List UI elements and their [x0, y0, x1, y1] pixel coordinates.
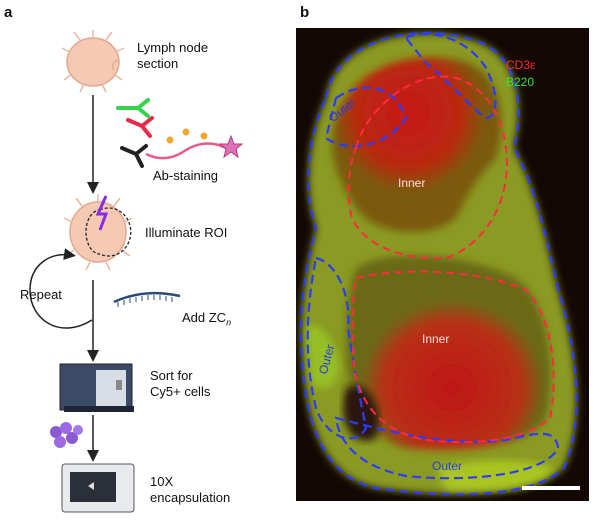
- step-illuminate-label: Illuminate ROI: [145, 225, 228, 240]
- legend-cd3e-text: CD3ε: [506, 58, 536, 72]
- oligo-icon: [113, 291, 181, 307]
- region-label-inner-bottom: Inner: [422, 332, 450, 346]
- antibody-icon: [116, 98, 244, 168]
- encapsulation-instrument-icon: [61, 463, 135, 513]
- region-boundaries: [299, 31, 578, 496]
- step-ab-staining-label: Ab-staining: [153, 168, 219, 183]
- lymph-node-icon: [61, 30, 125, 93]
- legend-b220: B220: [506, 75, 534, 89]
- legend-b220-text: B220: [506, 75, 535, 89]
- panel-a-schematic: [29, 30, 244, 513]
- cells-icon: [50, 422, 83, 448]
- lymph-node-roi-icon: [63, 194, 133, 271]
- panel-b-label: b: [300, 4, 310, 21]
- repeat-label: Repeat: [20, 287, 62, 302]
- step-add-zc-label: Add ZCn: [182, 310, 232, 328]
- inner-boundaries: [347, 75, 555, 444]
- cell-sorter-icon: [59, 363, 134, 412]
- micrograph-image: [296, 28, 589, 501]
- panel-a-label: a: [4, 4, 13, 21]
- region-label-outer-bottom: Outer: [432, 459, 463, 473]
- scale-bar: [522, 486, 580, 490]
- legend-cd3e: CD3ε: [506, 58, 535, 72]
- region-label-inner-top: Inner: [398, 176, 426, 190]
